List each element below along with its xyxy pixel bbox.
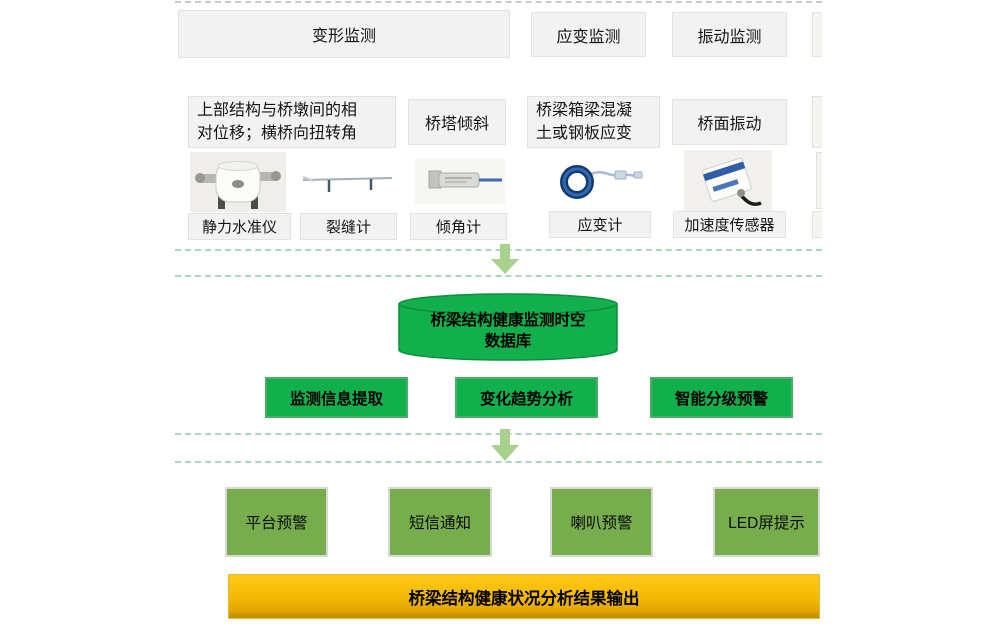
top-dashed-line <box>175 1 822 3</box>
alert-box-led-display: LED屏提示 <box>713 487 820 557</box>
sensor-label-strain-gauge: 应变计 <box>549 211 651 238</box>
accelerometer-image <box>684 150 772 212</box>
flow-arrow-2 <box>491 429 519 461</box>
header-label: 振动监测 <box>697 28 762 46</box>
down-arrow-icon <box>491 244 519 274</box>
down-arrow-icon <box>491 429 519 461</box>
sensor-image-clipped-fragment <box>816 152 822 209</box>
database-cylinder-icon <box>398 293 618 361</box>
header-clipped-fragment <box>812 12 822 57</box>
sensor-label-static-level-gauge: 静力水准仪 <box>188 213 291 240</box>
inclinometer-icon <box>415 158 505 204</box>
header-vibration-monitoring: 振动监测 <box>672 12 787 57</box>
flow-arrow-1 <box>491 244 519 274</box>
alert-box-speaker-warning: 喇叭预警 <box>550 487 653 557</box>
accelerometer-icon <box>684 150 772 212</box>
output-bar: 桥梁结构健康状况分析结果输出 <box>228 574 820 619</box>
crack-meter-icon <box>302 176 393 192</box>
strain-gauge-icon <box>560 165 643 199</box>
static-level-gauge-icon <box>190 152 286 212</box>
header-label: 变形监测 <box>311 28 376 45</box>
dashed-divider-3 <box>175 433 822 435</box>
analysis-box-trend-analysis: 变化趋势分析 <box>455 377 598 418</box>
inclinometer-image <box>415 158 505 204</box>
desc-displacement-torsion: 上部结构与桥墩间的相 对位移；横桥向扭转角 <box>188 96 396 148</box>
dashed-divider-1 <box>175 249 822 251</box>
sensor-label-accelerometer: 加速度传感器 <box>673 211 786 238</box>
desc-box-girder-strain: 桥梁箱梁混凝 土或钢板应变 <box>527 96 660 148</box>
database-label: 桥梁结构健康监测时空 数据库 <box>430 312 586 350</box>
desc-clipped-fragment <box>812 96 822 148</box>
header-label: 应变监测 <box>556 28 621 46</box>
sensor-label-crack-meter: 裂缝计 <box>300 213 397 240</box>
strain-gauge-image <box>551 156 646 206</box>
dashed-divider-2 <box>175 275 822 277</box>
database-cylinder: 桥梁结构健康监测时空 数据库 <box>397 292 619 362</box>
desc-tower-tilt: 桥塔倾斜 <box>408 99 506 145</box>
analysis-box-monitoring-info-extraction: 监测信息提取 <box>265 377 408 418</box>
crack-meter-image <box>299 162 396 202</box>
sensor-label-clipped-fragment <box>812 211 822 238</box>
header-deformation-monitoring: 变形监测 <box>178 10 510 58</box>
analysis-box-intelligent-grading-warning: 智能分级预警 <box>650 377 793 418</box>
static-level-gauge-image <box>190 152 286 212</box>
sensor-label-inclinometer: 倾角计 <box>410 213 507 240</box>
dashed-divider-4 <box>175 461 822 463</box>
header-strain-monitoring: 应变监测 <box>531 12 646 57</box>
desc-deck-vibration: 桥面振动 <box>672 99 787 145</box>
alert-box-sms-notification: 短信通知 <box>388 487 492 557</box>
alert-box-platform-warning: 平台预警 <box>225 487 328 557</box>
